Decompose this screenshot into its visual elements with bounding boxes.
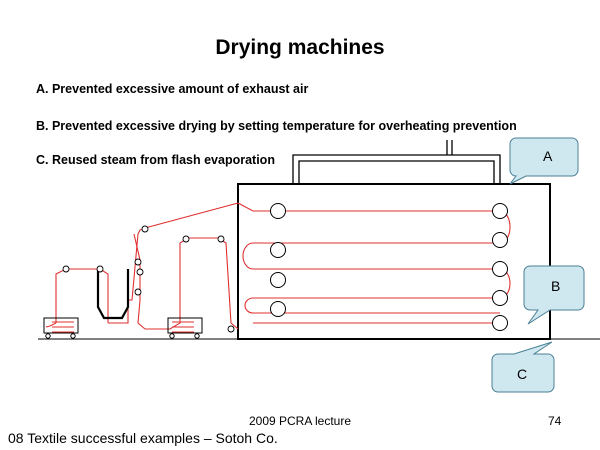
point-a: A. Prevented excessive amount of exhaust… xyxy=(36,82,309,96)
point-b: B. Prevented excessive drying by setting… xyxy=(36,119,517,133)
callout-c-label: C xyxy=(517,366,527,382)
j-box xyxy=(96,269,130,320)
guide-rollers xyxy=(62,225,235,333)
page-number: 74 xyxy=(548,414,562,428)
exhaust-duct xyxy=(292,140,501,185)
footer-lecture: 2009 PCRA lecture xyxy=(248,414,352,428)
callout-a-label: A xyxy=(543,148,553,164)
slide-title: Drying machines xyxy=(215,36,385,59)
callout-a: A xyxy=(509,137,579,185)
footer-caption: 08 Textile successful examples – Sotoh C… xyxy=(8,430,278,446)
cloth-path xyxy=(45,202,511,333)
callout-c: C xyxy=(491,341,555,393)
fabric-cart-1 xyxy=(43,317,79,339)
dryer-rollers xyxy=(270,203,508,331)
point-c: C. Reused steam from flash evaporation xyxy=(36,153,275,167)
callout-b-label: B xyxy=(551,278,560,294)
callout-b: B xyxy=(523,265,585,325)
fabric-cart-2 xyxy=(167,317,203,339)
